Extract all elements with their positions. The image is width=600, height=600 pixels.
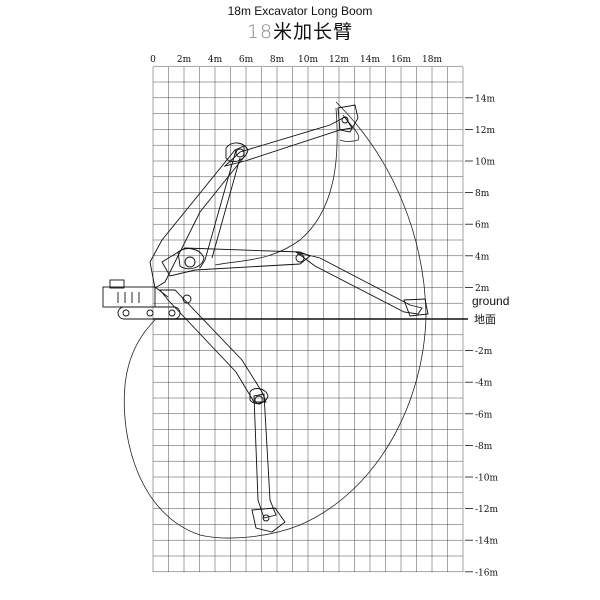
ground-label: ground [472, 294, 509, 308]
y-tick-label: 6m [475, 221, 490, 231]
y-tick-label: 14m [475, 94, 495, 104]
x-tick-label: 0 [150, 55, 156, 65]
title-chinese-text: 米加长臂 [273, 21, 354, 43]
title-chinese: 18米加长臂 [0, 17, 600, 44]
y-tick-label: 10m [475, 158, 495, 168]
boom-deep-dig [159, 289, 286, 533]
x-tick-label: 4m [208, 55, 223, 65]
x-tick-label: 2m [177, 55, 192, 65]
x-tick-label: 8m [270, 55, 285, 65]
y-tick-label: -8m [475, 442, 493, 452]
x-tick-label: 18m [422, 55, 442, 65]
y-tick-label: -6m [475, 410, 493, 420]
ground-label-chinese: 地面 [474, 313, 496, 326]
y-tick-label: -16m [475, 568, 498, 578]
working-range-envelope [123, 101, 427, 539]
y-tick-label: -14m [475, 537, 498, 547]
y-tick-label: -4m [475, 379, 493, 389]
x-tick-label: 12m [329, 55, 349, 65]
x-tick-label: 14m [360, 55, 380, 65]
y-tick-label: 4m [475, 252, 490, 262]
y-tick-label: -10m [475, 474, 498, 484]
x-tick-label: 6m [239, 55, 254, 65]
y-axis-labels: 14m 12m 10m 8m 6m 4m 2m -2m -4m -6m -8m -10m -12m -14… [465, 94, 498, 578]
y-tick-label: 2m [475, 284, 490, 294]
boom-ground-reach [161, 247, 429, 317]
title-chinese-number: 18 [246, 21, 274, 43]
y-tick-label: 8m [475, 189, 490, 199]
y-tick-label: 12m [475, 126, 495, 136]
y-tick-label: -2m [475, 347, 493, 357]
x-tick-label: 10m [298, 55, 318, 65]
x-tick-label: 16m [391, 55, 411, 65]
title-english: 18m Excavator Long Boom [227, 4, 373, 18]
y-tick-label: -12m [475, 505, 498, 515]
boom-high-reach [149, 104, 359, 289]
x-axis-labels: 0 2m 4m 6m 8m 10m 12m 14m 16m 18m [150, 55, 442, 65]
